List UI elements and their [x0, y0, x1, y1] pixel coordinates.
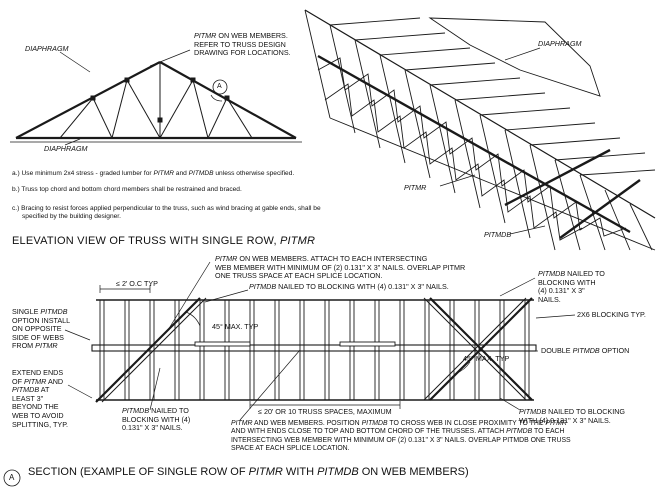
note-a: a.) Use minimum 2x4 stress - graded lumb… [12, 170, 295, 177]
truss-elevation [10, 49, 302, 146]
diaphragm-label-bottom: DIAPHRAGM [44, 144, 88, 153]
spacing-dimension: ≤ 2' O.C TYP [116, 279, 158, 288]
single-pitmdb-note: SINGLE PITMDB OPTION INSTALL ON OPPOSITE… [12, 307, 71, 351]
section-top-note: PITMR ON WEB MEMBERS. ATTACH TO EACH INT… [215, 254, 466, 281]
bottom-note: PITMR AND WEB MEMBERS. POSITION PITMDB T… [231, 420, 571, 453]
note-b: b.) Truss top chord and bottom chord mem… [12, 186, 242, 193]
marker-a-top: A [217, 83, 222, 90]
diaphragm-label-top: DIAPHRAGM [25, 44, 69, 53]
extend-ends-note: EXTEND ENDS OF PITMR AND PITMDB AT LEAST… [12, 368, 69, 429]
angle-left-label: 45° MAX. TYP [212, 322, 259, 331]
section-elevation [64, 261, 576, 421]
iso-pitmdb-label: PITMDB [484, 230, 512, 239]
right-top-note: PITMDB NAILED TO BLOCKING WITH (4) 0.131… [538, 269, 605, 304]
pitmr-web-note: PITMR ON WEB MEMBERS. REFER TO TRUSS DES… [194, 31, 291, 58]
iso-pitmr-label: PITMR [404, 183, 427, 192]
blocking-note: 2X6 BLOCKING TYP. [577, 310, 646, 319]
elevation-title: ELEVATION VIEW OF TRUSS WITH SINGLE ROW,… [12, 235, 316, 247]
section-marker-circle [3, 469, 21, 487]
double-pitmdb-label: DOUBLE PITMDB OPTION [541, 346, 630, 355]
section-marker-letter: A [9, 473, 15, 482]
iso-diaphragm-label: DIAPHRAGM [538, 39, 582, 48]
nailed-top-note: PITMDB NAILED TO BLOCKING WITH (4) 0.131… [249, 282, 449, 291]
note-c: c.) Bracing to resist forces applied per… [12, 205, 321, 220]
angle-right-label: 45° MAX. TYP [463, 354, 510, 363]
truss-isometric [304, 9, 656, 251]
right-bottom-note: PITMDB NAILED TO BLOCKING WITH (4) 0.131… [519, 407, 625, 425]
span-dimension: ≤ 20' OR 10 TRUSS SPACES, MAXIMUM [258, 407, 392, 416]
left-bottom-note: PITMDB NAILED TO BLOCKING WITH (4) 0.131… [122, 406, 191, 433]
section-title: SECTION (EXAMPLE OF SINGLE ROW OF PITMR … [28, 466, 469, 478]
